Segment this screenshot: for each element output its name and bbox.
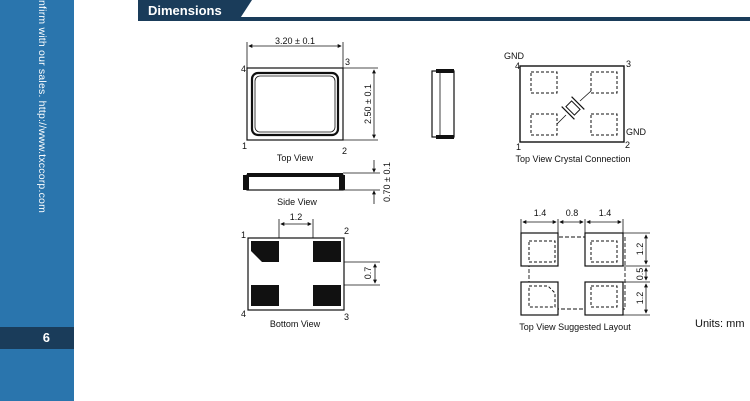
bottom-view-pin-1: 1 bbox=[241, 230, 246, 240]
bottom-view-pad-spacing-dim: 1.2 bbox=[290, 212, 303, 222]
units-label: Units: mm bbox=[695, 318, 745, 330]
side-view-caption: Side View bbox=[277, 197, 317, 207]
crystal-symbol bbox=[561, 96, 585, 120]
sidebar: nfirm with our sales. http://www.txccorp… bbox=[0, 0, 74, 401]
page-number: 6 bbox=[42, 330, 50, 345]
bottom-view-pin-2: 2 bbox=[344, 226, 349, 236]
page-number-tab: 6 bbox=[0, 327, 74, 349]
crystal-gnd-top-label: GND bbox=[504, 51, 525, 61]
top-view-pin-3: 3 bbox=[345, 57, 350, 67]
top-view-pin-4: 4 bbox=[241, 64, 246, 74]
bottom-view-pad-height-dim: 0.7 bbox=[363, 267, 373, 280]
crystal-connection-caption: Top View Crystal Connection bbox=[516, 154, 631, 164]
crystal-pin-4: 4 bbox=[515, 61, 520, 71]
bottom-view-drawing: 1.2 0.7 1 2 4 3 Bottom View bbox=[241, 212, 380, 329]
bottom-view-caption: Bottom View bbox=[270, 319, 321, 329]
crystal-pin-2: 2 bbox=[625, 140, 630, 150]
top-view-height-dim: 2.50 ± 0.1 bbox=[363, 84, 373, 124]
bottom-view-pin-4: 4 bbox=[241, 309, 246, 319]
side-view-thickness-dim: 0.70 ± 0.1 bbox=[382, 162, 392, 202]
top-view-drawing: 3.20 ± 0.1 2.50 ± 0.1 4 3 1 2 Top View bbox=[241, 36, 378, 163]
crystal-pin-1: 1 bbox=[516, 142, 521, 152]
layout-dim-1-2-top: 1.2 bbox=[635, 243, 645, 256]
top-view-width-dim: 3.20 ± 0.1 bbox=[275, 36, 315, 46]
side-end-view-drawing bbox=[431, 69, 455, 139]
layout-dim-1-4-right: 1.4 bbox=[599, 208, 612, 218]
layout-dim-0-8: 0.8 bbox=[566, 208, 579, 218]
crystal-gnd-bottom-label: GND bbox=[626, 127, 647, 137]
layout-dim-1-4-left: 1.4 bbox=[534, 208, 547, 218]
layout-dim-1-2-bottom: 1.2 bbox=[635, 292, 645, 305]
layout-dim-0-5: 0.5 bbox=[635, 268, 645, 281]
section-header: Dimensions bbox=[138, 0, 252, 21]
top-view-caption: Top View bbox=[277, 153, 314, 163]
crystal-connection-drawing: GND 4 3 GND 1 2 Top View Crystal Connect… bbox=[504, 51, 647, 164]
top-view-pin-2: 2 bbox=[342, 146, 347, 156]
side-view-drawing: 0.70 ± 0.1 Side View bbox=[243, 160, 392, 207]
bottom-view-pin-3: 3 bbox=[344, 312, 349, 322]
suggested-layout-drawing: 1.4 0.8 1.4 1.2 0.5 1.2 Top View Suggest… bbox=[519, 208, 650, 332]
suggested-layout-caption: Top View Suggested Layout bbox=[519, 322, 631, 332]
top-view-pin-1: 1 bbox=[242, 141, 247, 151]
header-rule bbox=[145, 17, 750, 21]
crystal-pin-3: 3 bbox=[626, 59, 631, 69]
section-title: Dimensions bbox=[148, 3, 222, 18]
